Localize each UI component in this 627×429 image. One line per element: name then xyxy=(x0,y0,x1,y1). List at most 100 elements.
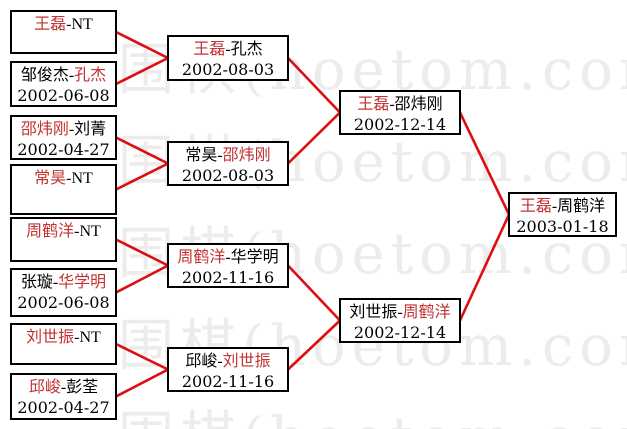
player-name-b: NT xyxy=(79,223,101,240)
match-pairing: 王磊-邵炜刚 xyxy=(341,95,459,115)
player-name-a: 王磊 xyxy=(193,41,226,58)
connector-line-5-to-11 xyxy=(115,238,169,267)
player-name-b: 华学明 xyxy=(230,249,279,266)
match-pairing: 张璇-华学明 xyxy=(12,273,115,293)
pairing-hyphen: - xyxy=(397,304,403,321)
player-name-b: 彭荃 xyxy=(66,379,99,396)
match-box-1: 王磊-NT xyxy=(10,10,117,54)
pairing-hyphen: - xyxy=(74,223,80,240)
match-pairing: 王磊-孔杰 xyxy=(169,40,287,60)
match-date: 2002-12-14 xyxy=(353,323,447,342)
player-name-a: 刘世振 xyxy=(26,329,75,346)
connector-line-14-to-15 xyxy=(458,213,511,322)
player-name-a: 张璇 xyxy=(20,274,53,291)
player-name-b: 刘世振 xyxy=(222,353,271,370)
match-date: 2002-04-27 xyxy=(17,140,110,159)
pairing-hyphen: - xyxy=(217,353,223,370)
player-name-b: 华学明 xyxy=(58,274,107,291)
match-date: 2002-06-08 xyxy=(17,86,110,105)
match-box-5: 周鹤洋-NT xyxy=(10,217,117,262)
player-name-a: 王磊 xyxy=(519,198,552,215)
match-date: 2002-11-16 xyxy=(181,268,275,287)
match-pairing: 王磊-周鹤洋 xyxy=(510,197,615,217)
pairing-hyphen: - xyxy=(74,329,80,346)
connector-line-6-to-11 xyxy=(115,264,169,294)
match-date: 2002-06-08 xyxy=(17,293,110,312)
pairing-hyphen: - xyxy=(66,170,72,187)
match-pairing: 王磊-NT xyxy=(12,15,115,35)
player-name-b: 邵炜刚 xyxy=(222,147,271,164)
match-pairing: 邱峻-彭荃 xyxy=(12,378,115,398)
match-date: 2002-08-03 xyxy=(181,166,275,185)
match-date: 2002-11-16 xyxy=(181,372,275,391)
connector-line-9-to-13 xyxy=(287,57,341,114)
player-name-a: 常昊 xyxy=(185,147,218,164)
match-pairing: 刘世振-NT xyxy=(12,328,115,348)
match-pairing: 常昊-邵炜刚 xyxy=(169,146,287,166)
connector-line-8-to-12 xyxy=(115,368,169,398)
player-name-b: 孔杰 xyxy=(74,67,107,84)
player-name-a: 王磊 xyxy=(34,16,67,33)
match-pairing: 刘世振-周鹤洋 xyxy=(341,303,459,323)
player-name-a: 邹俊杰 xyxy=(20,67,69,84)
player-name-b: 邵炜刚 xyxy=(394,96,443,113)
match-pairing: 邵炜刚-刘菁 xyxy=(12,120,115,140)
player-name-b: 周鹤洋 xyxy=(402,304,451,321)
match-date: 2003-01-18 xyxy=(516,217,609,236)
pairing-hyphen: - xyxy=(551,198,558,215)
connector-line-10-to-13 xyxy=(287,111,341,165)
player-name-a: 王磊 xyxy=(357,96,390,113)
pairing-hyphen: - xyxy=(60,379,67,396)
connector-line-1-to-9 xyxy=(115,30,169,60)
player-name-b: NT xyxy=(79,329,101,346)
player-name-a: 邱峻 xyxy=(185,353,218,370)
connector-line-11-to-14 xyxy=(287,264,341,322)
watermark-text-row-5: 围棋(hoetom.com) xyxy=(118,411,627,429)
connector-line-12-to-14 xyxy=(287,319,341,371)
player-name-a: 刘世振 xyxy=(349,304,398,321)
match-box-7: 刘世振-NT xyxy=(10,323,117,365)
pairing-hyphen: - xyxy=(52,274,59,291)
pairing-hyphen: - xyxy=(217,147,223,164)
pairing-hyphen: - xyxy=(225,41,231,58)
player-name-a: 常昊 xyxy=(34,170,67,187)
match-pairing: 邱峻-刘世振 xyxy=(169,352,287,372)
player-name-b: 周鹤洋 xyxy=(557,198,606,215)
match-date: 2002-08-03 xyxy=(181,60,275,79)
player-name-a: 周鹤洋 xyxy=(26,223,75,240)
match-pairing: 周鹤洋-华学明 xyxy=(169,248,287,268)
player-name-a: 邵炜刚 xyxy=(20,121,69,138)
pairing-hyphen: - xyxy=(66,16,72,33)
match-pairing: 邹俊杰-孔杰 xyxy=(12,66,115,86)
match-date: 2002-04-27 xyxy=(17,398,110,417)
connector-line-2-to-9 xyxy=(115,56,169,86)
pairing-hyphen: - xyxy=(389,96,395,113)
player-name-a: 周鹤洋 xyxy=(177,249,226,266)
pairing-hyphen: - xyxy=(68,121,75,138)
pairing-hyphen: - xyxy=(225,249,231,266)
player-name-b: 孔杰 xyxy=(230,41,263,58)
player-name-b: NT xyxy=(71,170,93,187)
match-pairing: 周鹤洋-NT xyxy=(12,222,115,242)
connector-line-13-to-15 xyxy=(458,111,511,216)
pairing-hyphen: - xyxy=(68,67,75,84)
match-pairing: 常昊-NT xyxy=(12,169,115,189)
connector-line-3-to-10 xyxy=(115,136,169,165)
connector-line-4-to-10 xyxy=(115,162,169,191)
player-name-a: 邱峻 xyxy=(28,379,61,396)
player-name-b: 刘菁 xyxy=(74,121,107,138)
match-date: 2002-12-14 xyxy=(353,115,447,134)
player-name-b: NT xyxy=(71,16,93,33)
